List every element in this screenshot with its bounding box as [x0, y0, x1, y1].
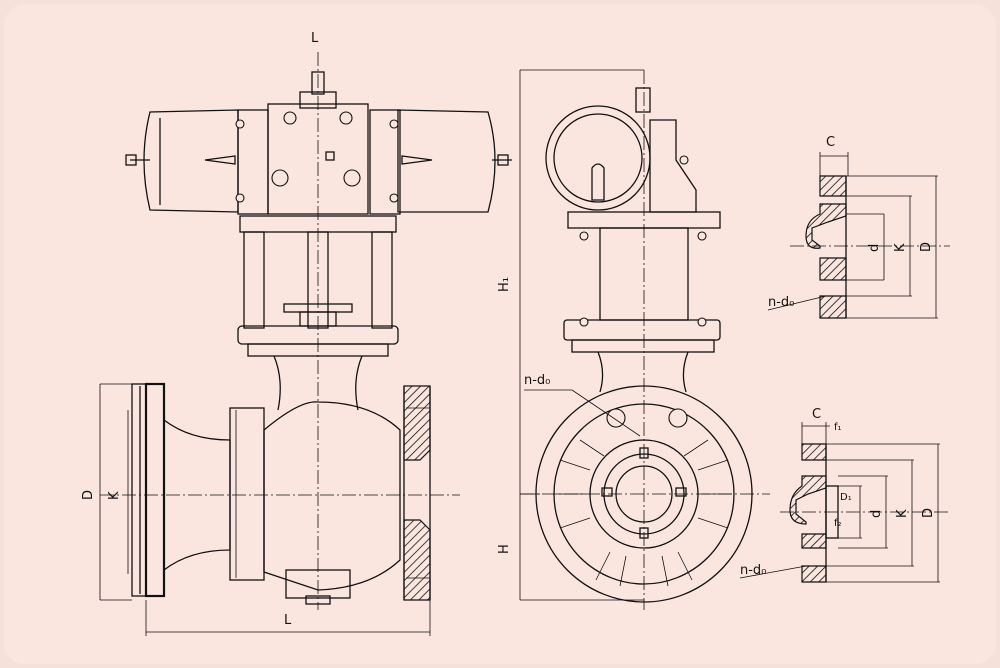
detail-top-D-label: D: [919, 242, 934, 252]
side-raised-face: [589, 439, 699, 549]
coupling-shaft: [307, 231, 329, 329]
detail-top-hatch-2: [805, 203, 847, 249]
right-flange-hatch-top: [403, 385, 431, 461]
left-body-flange: [229, 407, 265, 581]
side-flange-outer: [535, 385, 753, 603]
detail-top-c-label: C: [826, 135, 835, 150]
detail-bottom-f1-label: f₁: [834, 422, 842, 433]
side-n-d0-leader: [571, 389, 641, 437]
side-actuator-stem: [635, 87, 651, 113]
right-cylinder-end-cap: [497, 154, 509, 166]
flange-detail-bottom: C f₁ D₁ f₂ d: [739, 407, 950, 583]
left-cylinder: [143, 109, 239, 213]
detail-bottom-hatch-4: [801, 565, 827, 583]
left-cylinder-end-cap: [125, 154, 137, 166]
detail-bottom-d1-label: D₁: [840, 492, 852, 503]
detail-bottom-f2-label: f₂: [834, 518, 842, 529]
detail-top-hatch-1: [819, 175, 847, 197]
side-bolt-hole-right: [668, 408, 688, 428]
detail-bottom-c-label: C: [812, 407, 821, 422]
detail-top-k-label: K: [893, 243, 908, 252]
front-top-l-label: L: [311, 31, 319, 46]
side-n-d0-label: n-d₀: [524, 373, 550, 388]
actuator-housing: [267, 103, 369, 215]
detail-bottom-hatch-1: [801, 443, 827, 461]
flange-detail-top: C d K D n-d₀: [767, 135, 950, 319]
actuator-stem: [311, 71, 325, 95]
side-radial-ticks: [556, 439, 732, 587]
detail-top-hatch-3: [819, 257, 847, 281]
side-view: H₁ H: [497, 69, 770, 610]
body-bottom-boss: [285, 569, 351, 599]
detail-top-d-label: d: [867, 244, 882, 252]
actuator-stem-cap: [299, 91, 337, 109]
side-bore: [615, 465, 673, 523]
drawing-card: [4, 4, 996, 664]
detail-top-n-d0-label: n-d₀: [768, 295, 794, 310]
detail-bottom-hatch-2: [789, 475, 827, 525]
front-k-label: K: [107, 491, 122, 500]
detail-bottom-D-label: D: [921, 508, 936, 518]
side-h-label: H: [497, 544, 512, 554]
front-view: L: [81, 31, 512, 636]
detail-bottom-d-label: d: [869, 510, 884, 518]
front-d-label: D: [81, 490, 96, 500]
left-flange: [144, 382, 166, 598]
side-actuator-housing: [649, 119, 697, 213]
detail-top-hatch-4: [819, 295, 847, 319]
side-h1-label: H₁: [497, 277, 512, 292]
detail-bottom-hatch-3: [801, 533, 827, 549]
right-flange-hatch-bottom: [403, 519, 431, 601]
front-bottom-l-label: L: [284, 613, 292, 628]
detail-bottom-k-label: K: [895, 509, 910, 518]
left-flange-outer: [131, 383, 147, 597]
valve-ball-body: [263, 401, 401, 591]
right-cylinder: [397, 109, 496, 213]
side-actuator-cylinder: [545, 105, 651, 211]
